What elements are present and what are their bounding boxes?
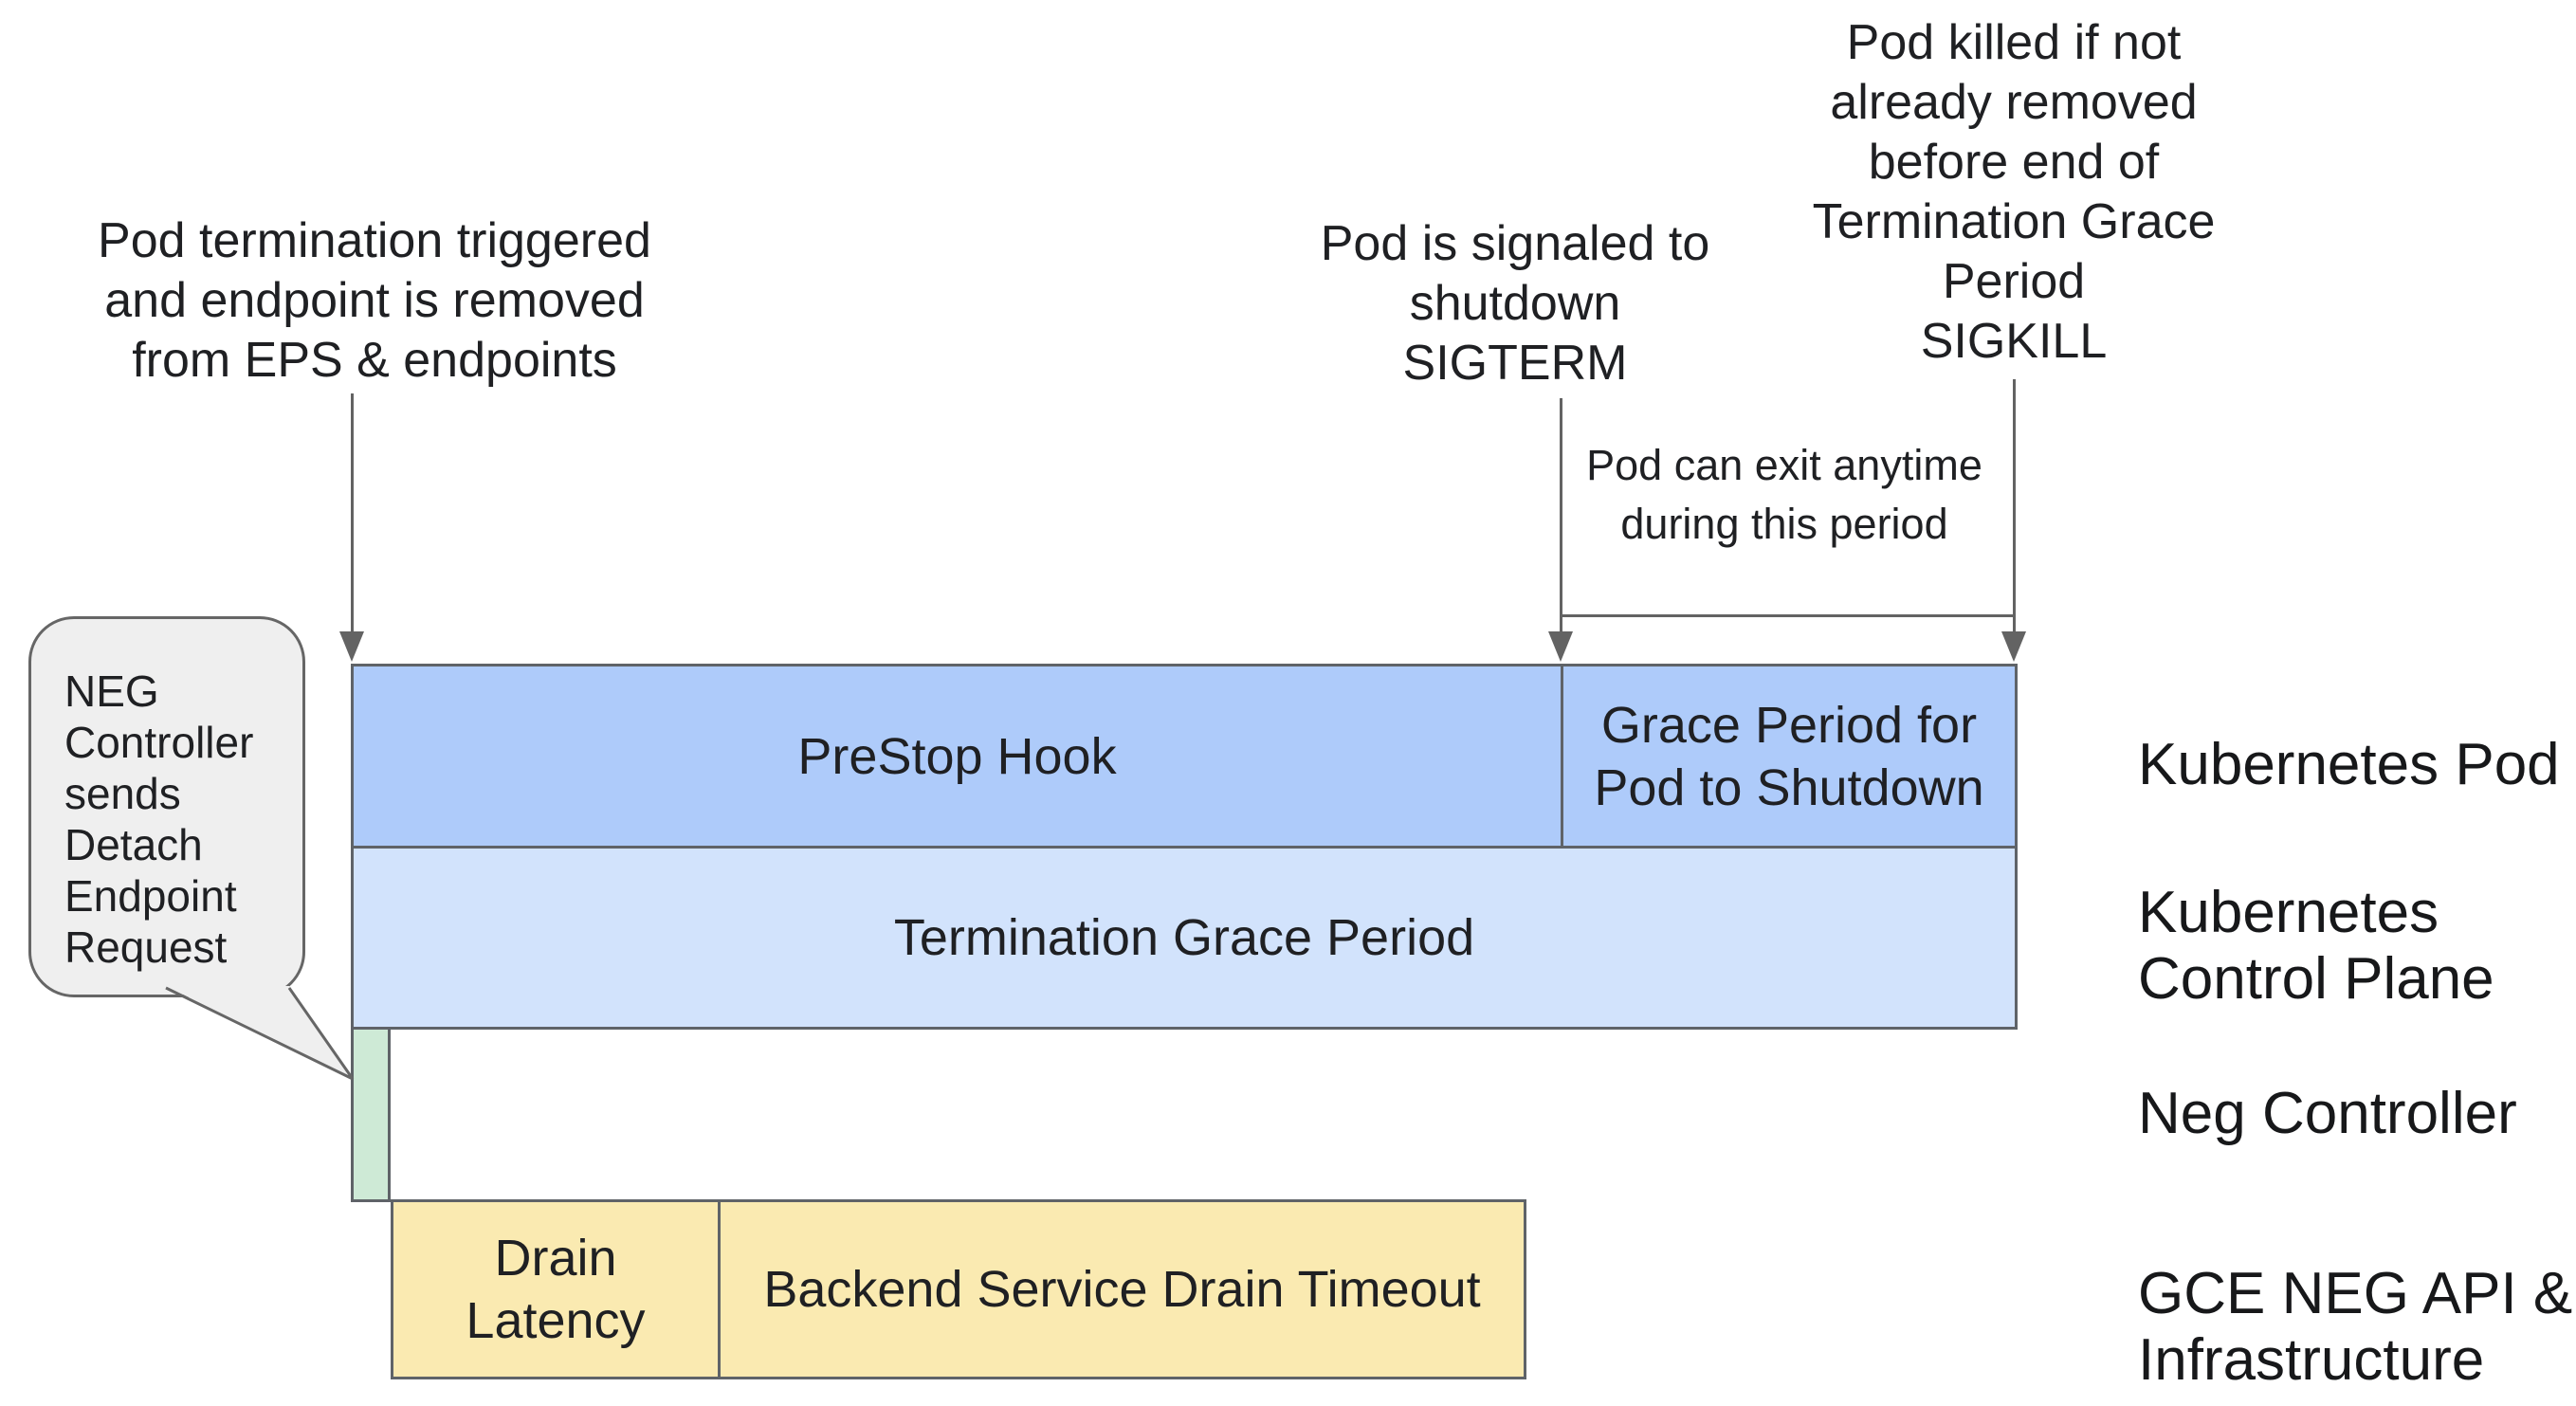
lane-label-kubernetes-pod: Kubernetes Pod <box>2138 732 2560 797</box>
bar-grace-period: Grace Period for Pod to Shutdown <box>1561 664 2018 849</box>
bar-termination-grace-period-label: Termination Grace Period <box>893 909 1475 966</box>
arrowhead-sigterm <box>1548 631 1573 662</box>
lane-label-gce-neg-api: GCE NEG API & Infrastructure <box>2138 1261 2573 1393</box>
arrow-line-pod-termination <box>351 393 354 636</box>
bar-backend-drain-timeout: Backend Service Drain Timeout <box>718 1199 1526 1379</box>
annotation-pod-can-exit: Pod can exit anytime during this period <box>1586 441 1982 548</box>
annotation-pod-killed: Pod killed if not already removed before… <box>1812 15 2216 369</box>
bar-backend-drain-timeout-label: Backend Service Drain Timeout <box>763 1261 1481 1318</box>
neg-callout-text: NEG Controller sends Detach Endpoint Req… <box>64 666 254 972</box>
arrowhead-sigkill <box>2001 631 2026 662</box>
lane-label-neg-controller: Neg Controller <box>2138 1081 2517 1146</box>
bar-drain-latency-label: Drain Latency <box>466 1230 646 1349</box>
bar-neg-controller-detach <box>351 1027 391 1202</box>
bar-prestop-hook-label: PreStop Hook <box>797 727 1117 785</box>
neg-callout-bubble <box>28 616 305 997</box>
arrowhead-pod-termination <box>339 631 364 662</box>
bar-termination-grace-period: Termination Grace Period <box>351 846 2018 1030</box>
annotation-pod-signaled: Pod is signaled to shutdown SIGTERM <box>1320 216 1710 391</box>
arrow-line-sigkill <box>2013 379 2016 636</box>
neg-callout-tail <box>165 986 355 1081</box>
bar-grace-period-label: Grace Period for Pod to Shutdown <box>1594 696 1984 816</box>
annotation-pod-termination: Pod termination triggered and endpoint i… <box>98 213 651 388</box>
lane-label-kubernetes-control-plane: Kubernetes Control Plane <box>2138 880 2494 1012</box>
arrow-line-sigterm <box>1560 398 1562 636</box>
exit-period-bracket <box>1561 614 2016 617</box>
bar-prestop-hook: PreStop Hook <box>351 664 1563 849</box>
bar-drain-latency: Drain Latency <box>391 1199 721 1379</box>
